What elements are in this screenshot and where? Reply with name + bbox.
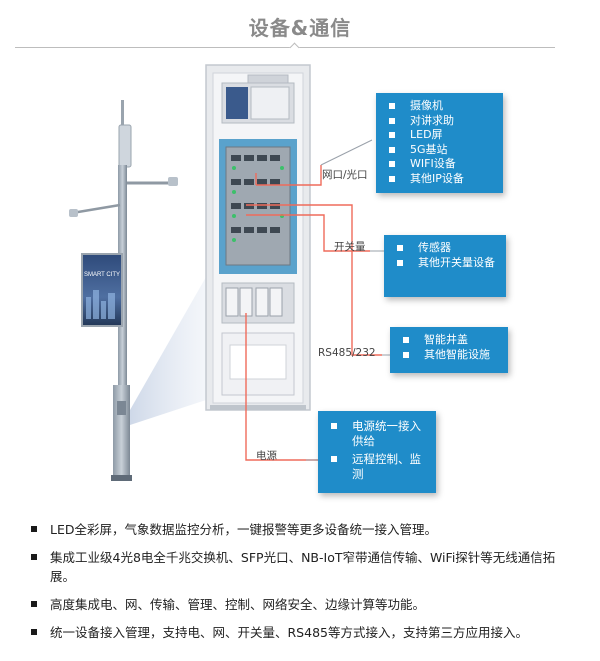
pole-screen-text: SMART CITY (84, 272, 120, 278)
diagram-graphics: SMART CITY (69, 64, 392, 481)
label-switch: 开关量 (334, 241, 366, 253)
equipment-cabinet (205, 64, 311, 411)
feature-list: LED全彩屏，气象数据监控分析，一键报警等更多设备统一接入管理。 集成工业级4光… (28, 520, 573, 651)
network-leader (320, 139, 373, 166)
pole-base (111, 475, 132, 481)
callout-item: 远程控制、监测 (328, 452, 428, 482)
callout-item: 其他智能设施 (400, 348, 500, 363)
title-divider (15, 42, 555, 53)
page-title: 设备&通信 (248, 16, 352, 40)
callout-item: 5G基站 (386, 143, 495, 158)
callout-item: 传感器 (394, 241, 498, 256)
top-module-block-b (250, 86, 290, 120)
lower-shelf (229, 344, 287, 380)
switch-leds (232, 166, 284, 242)
device-diagram: SMART CITY (0, 55, 600, 510)
callout-switch-devices: 传感器 其他开关量设备 (384, 235, 506, 297)
pole-side-arm (71, 203, 121, 215)
rs485-connector (246, 204, 382, 356)
breakers (225, 287, 283, 317)
top-module-top-strip (247, 74, 289, 84)
pole-top-antenna (121, 100, 124, 130)
connector-lines (245, 165, 382, 461)
feature-item: LED全彩屏，气象数据监控分析，一键报警等更多设备统一接入管理。 (28, 520, 573, 539)
callout-rs485-devices: 智能井盖 其他智能设施 (390, 327, 508, 373)
label-rs485: RS485/232 (318, 347, 376, 359)
power-connector (245, 313, 318, 461)
pole-arm-camera (168, 177, 178, 186)
title-divider-notch (289, 42, 300, 53)
pole-lower-shaft (113, 385, 130, 480)
projection-beam (130, 277, 206, 425)
switch-ports (231, 155, 280, 233)
cabinet-foot (210, 405, 306, 410)
callout-item: 其他IP设备 (386, 172, 495, 187)
callout-item: WIFI设备 (386, 157, 495, 172)
label-network: 网口/光口 (322, 169, 368, 181)
screen-skyline (86, 290, 115, 319)
pole-camera-unit (118, 124, 132, 168)
pole-side-camera (69, 209, 78, 217)
pole-hatch (117, 401, 126, 415)
callout-network-devices: 摄像机 对讲求助 LED屏 5G基站 WIFI设备 其他IP设备 (376, 93, 503, 193)
callout-item: 摄像机 (386, 99, 495, 114)
callout-item: 对讲求助 (386, 114, 495, 129)
callout-power: 电源统一接入供给 远程控制、监测 (318, 411, 436, 493)
callout-item: 电源统一接入供给 (328, 419, 428, 449)
callout-item: 智能井盖 (400, 333, 500, 348)
smart-pole: SMART CITY (69, 100, 178, 481)
callout-item: 其他开关量设备 (394, 256, 498, 271)
top-module-block-a (226, 87, 248, 119)
feature-item: 高度集成电、网、传输、管理、控制、网络安全、边缘计算等功能。 (28, 595, 573, 614)
feature-item: 统一设备接入管理，支持电、网、开关量、RS485等方式接入，支持第三方应用接入。 (28, 623, 573, 642)
network-connector (256, 165, 322, 186)
feature-item: 集成工业级4光8电全千兆交换机、SFP光口、NB-IoT窄带通信传输、WiFi探… (28, 548, 573, 586)
label-power: 电源 (256, 450, 277, 462)
callout-item: LED屏 (386, 128, 495, 143)
leader-lines (306, 139, 392, 461)
switch-connector (246, 214, 370, 252)
